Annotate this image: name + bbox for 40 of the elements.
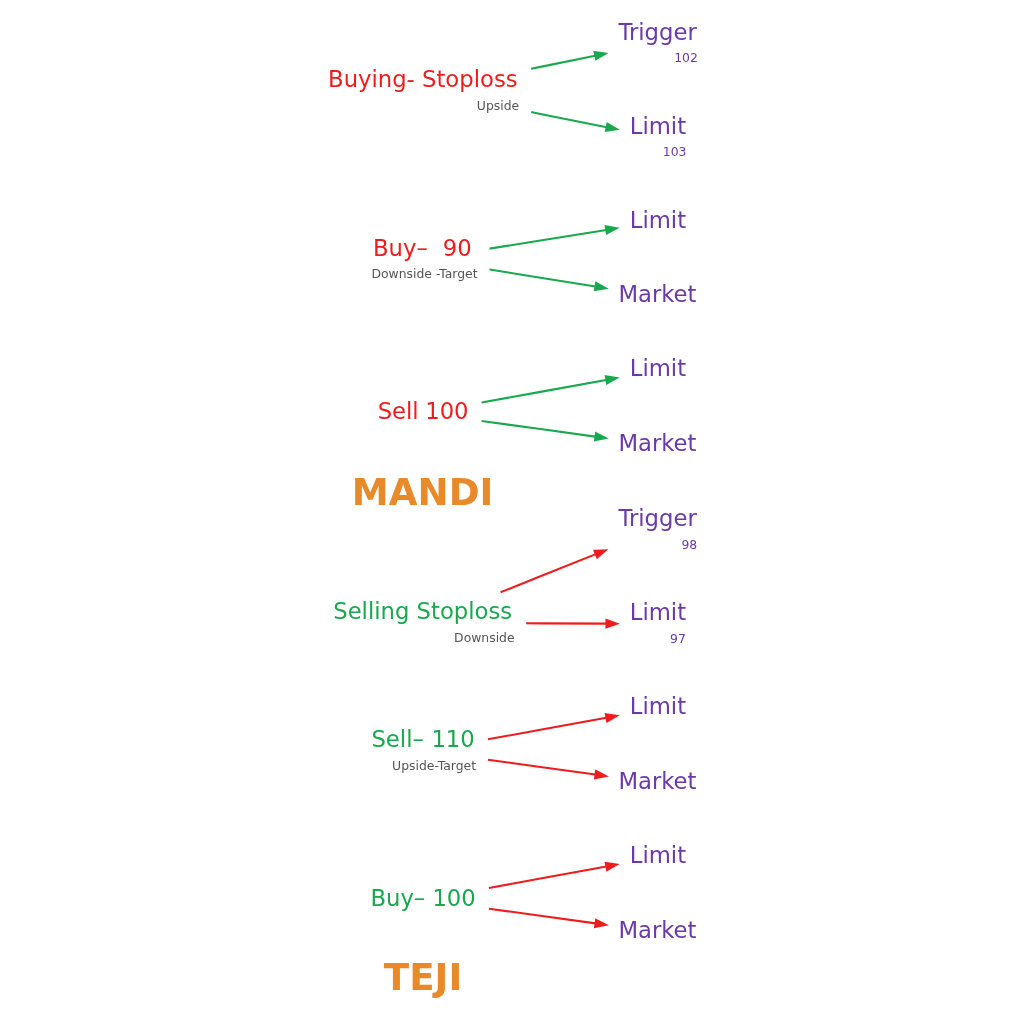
node-text: Market	[617, 767, 697, 794]
arrow	[487, 758, 609, 780]
arrow	[488, 225, 620, 250]
node-text: Market	[617, 916, 697, 943]
node-text: Limit	[629, 842, 686, 869]
arrow	[530, 111, 620, 132]
node-label: 102	[673, 50, 698, 66]
node-text: Sell– 110	[370, 726, 475, 753]
arrow	[488, 268, 609, 292]
node-text: Sell 100	[377, 397, 469, 424]
arrow	[499, 549, 608, 594]
node-text: Buying- Stoploss	[327, 66, 518, 93]
node-text: MANDI	[351, 469, 493, 514]
arrow	[525, 618, 620, 629]
node-label: Upside-Target	[391, 758, 476, 774]
arrow	[480, 375, 620, 404]
arrow	[488, 861, 620, 889]
node-text: Trigger	[617, 18, 697, 45]
arrow	[488, 907, 609, 929]
node-text: TEJI	[383, 955, 462, 1000]
node-text: Limit	[629, 693, 686, 720]
node-text: Buy– 100	[369, 884, 476, 911]
arrow	[480, 419, 609, 442]
node-text: Market	[617, 429, 697, 456]
arrow	[530, 50, 609, 70]
node-text: Limit	[629, 206, 686, 233]
node-label: Downside	[453, 630, 515, 646]
node-label: 98	[680, 537, 697, 553]
node-text: Trigger	[617, 505, 697, 532]
node-text: Limit	[629, 112, 686, 139]
node-label: Downside -Target	[370, 266, 478, 282]
node-label: 103	[662, 144, 687, 160]
node-text: Selling Stoploss	[332, 598, 512, 625]
node-label: Upside	[476, 97, 519, 113]
node-text: Limit	[629, 355, 686, 382]
node-text: Limit	[629, 599, 686, 626]
arrow	[487, 712, 620, 741]
node-text: Market	[617, 281, 697, 308]
node-label: 97	[669, 631, 686, 647]
node-text: Buy– 90	[372, 234, 472, 261]
